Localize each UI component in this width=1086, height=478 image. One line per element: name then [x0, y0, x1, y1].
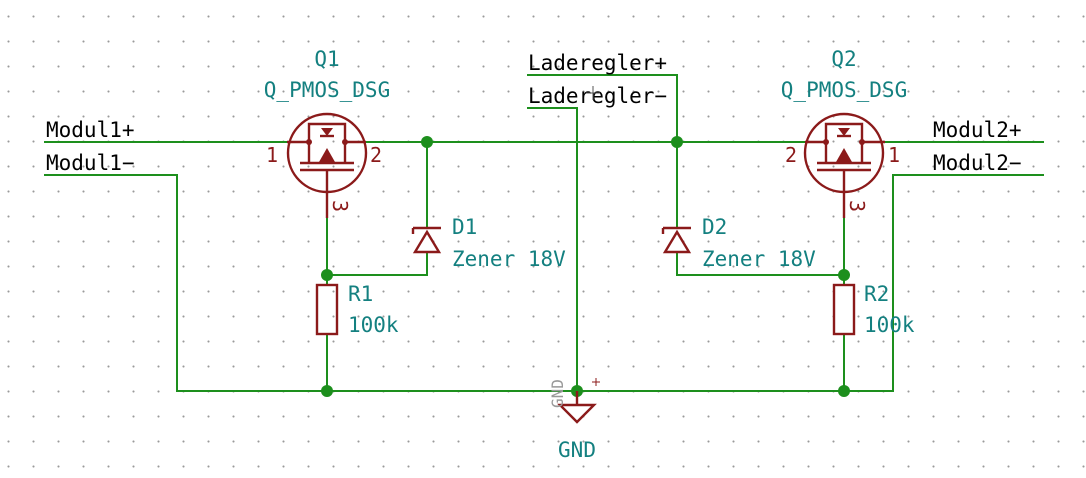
- wire-laderegler-plus[interactable]: [527, 74, 678, 228]
- gnd-pin-marker-icon: [592, 378, 600, 386]
- junction-r1-bottom: [321, 385, 333, 397]
- net-label-modul1-plus[interactable]: Modul1+: [46, 118, 135, 142]
- q2-arrow: [836, 148, 852, 162]
- r2-reference: R2: [864, 282, 889, 306]
- d2-reference: D2: [702, 215, 727, 239]
- q2-pin1-label: 1: [888, 143, 900, 167]
- q1-pin3-label: 3: [328, 200, 352, 212]
- d2-value: Zener 18V: [702, 247, 816, 271]
- q1-value: Q_PMOS_DSG: [264, 78, 390, 102]
- net-label-laderegler-plus[interactable]: Laderegler+: [528, 51, 667, 75]
- cursor-crosshair-icon: [586, 86, 600, 100]
- q2-internal-lines: [805, 122, 885, 218]
- wire-d2-bottom[interactable]: [676, 252, 844, 276]
- junction-d1-top: [421, 136, 433, 148]
- junctions: [321, 136, 850, 397]
- wire-modul1-minus[interactable]: [44, 174, 327, 392]
- junction-r2-bottom: [838, 385, 850, 397]
- net-label-modul2-plus[interactable]: Modul2+: [933, 118, 1022, 142]
- gnd-value: GND: [558, 438, 596, 462]
- q1-arrow: [319, 148, 335, 162]
- wire-laderegler-minus[interactable]: [527, 107, 578, 391]
- gnd-pin-name: GND: [548, 379, 567, 408]
- d1-value: Zener 18V: [452, 247, 566, 271]
- wires: [44, 74, 1044, 392]
- zener-diode-d2[interactable]: [661, 226, 692, 254]
- q1-pin1-label: 1: [266, 143, 278, 167]
- q2-pin2-label: 2: [785, 143, 797, 167]
- r1-value: 100k: [348, 313, 399, 337]
- q1-internal-lines: [287, 122, 366, 218]
- transistor-q1[interactable]: 1 2 3: [266, 112, 382, 218]
- d1-reference: D1: [452, 215, 477, 239]
- zener-diode-d1[interactable]: [411, 226, 442, 254]
- q2-value: Q_PMOS_DSG: [781, 78, 907, 102]
- net-label-laderegler-minus[interactable]: Laderegler−: [528, 84, 667, 108]
- net-label-modul1-minus[interactable]: Modul1−: [46, 151, 135, 175]
- wire-gnd-rail[interactable]: [327, 174, 1044, 392]
- q2-pin3-label: 3: [845, 200, 869, 212]
- transistor-q2[interactable]: 2 1 3: [785, 112, 900, 218]
- q2-body-diode: [838, 128, 850, 136]
- q1-reference: Q1: [314, 47, 339, 71]
- q1-body-diode: [321, 128, 333, 136]
- q2-reference: Q2: [831, 47, 856, 71]
- r2-value: 100k: [864, 313, 915, 337]
- net-label-modul2-minus[interactable]: Modul2−: [933, 151, 1022, 175]
- gnd-symbol[interactable]: GND: [548, 378, 600, 424]
- wire-d1-bottom[interactable]: [327, 252, 428, 276]
- junction-d2-top: [671, 136, 683, 148]
- junction-r2-top: [838, 269, 850, 281]
- resistor-r1[interactable]: [315, 283, 339, 336]
- junction-r1-top: [321, 269, 333, 281]
- resistor-r2[interactable]: [832, 283, 856, 336]
- q1-pin2-label: 2: [370, 143, 382, 167]
- r1-reference: R1: [348, 282, 373, 306]
